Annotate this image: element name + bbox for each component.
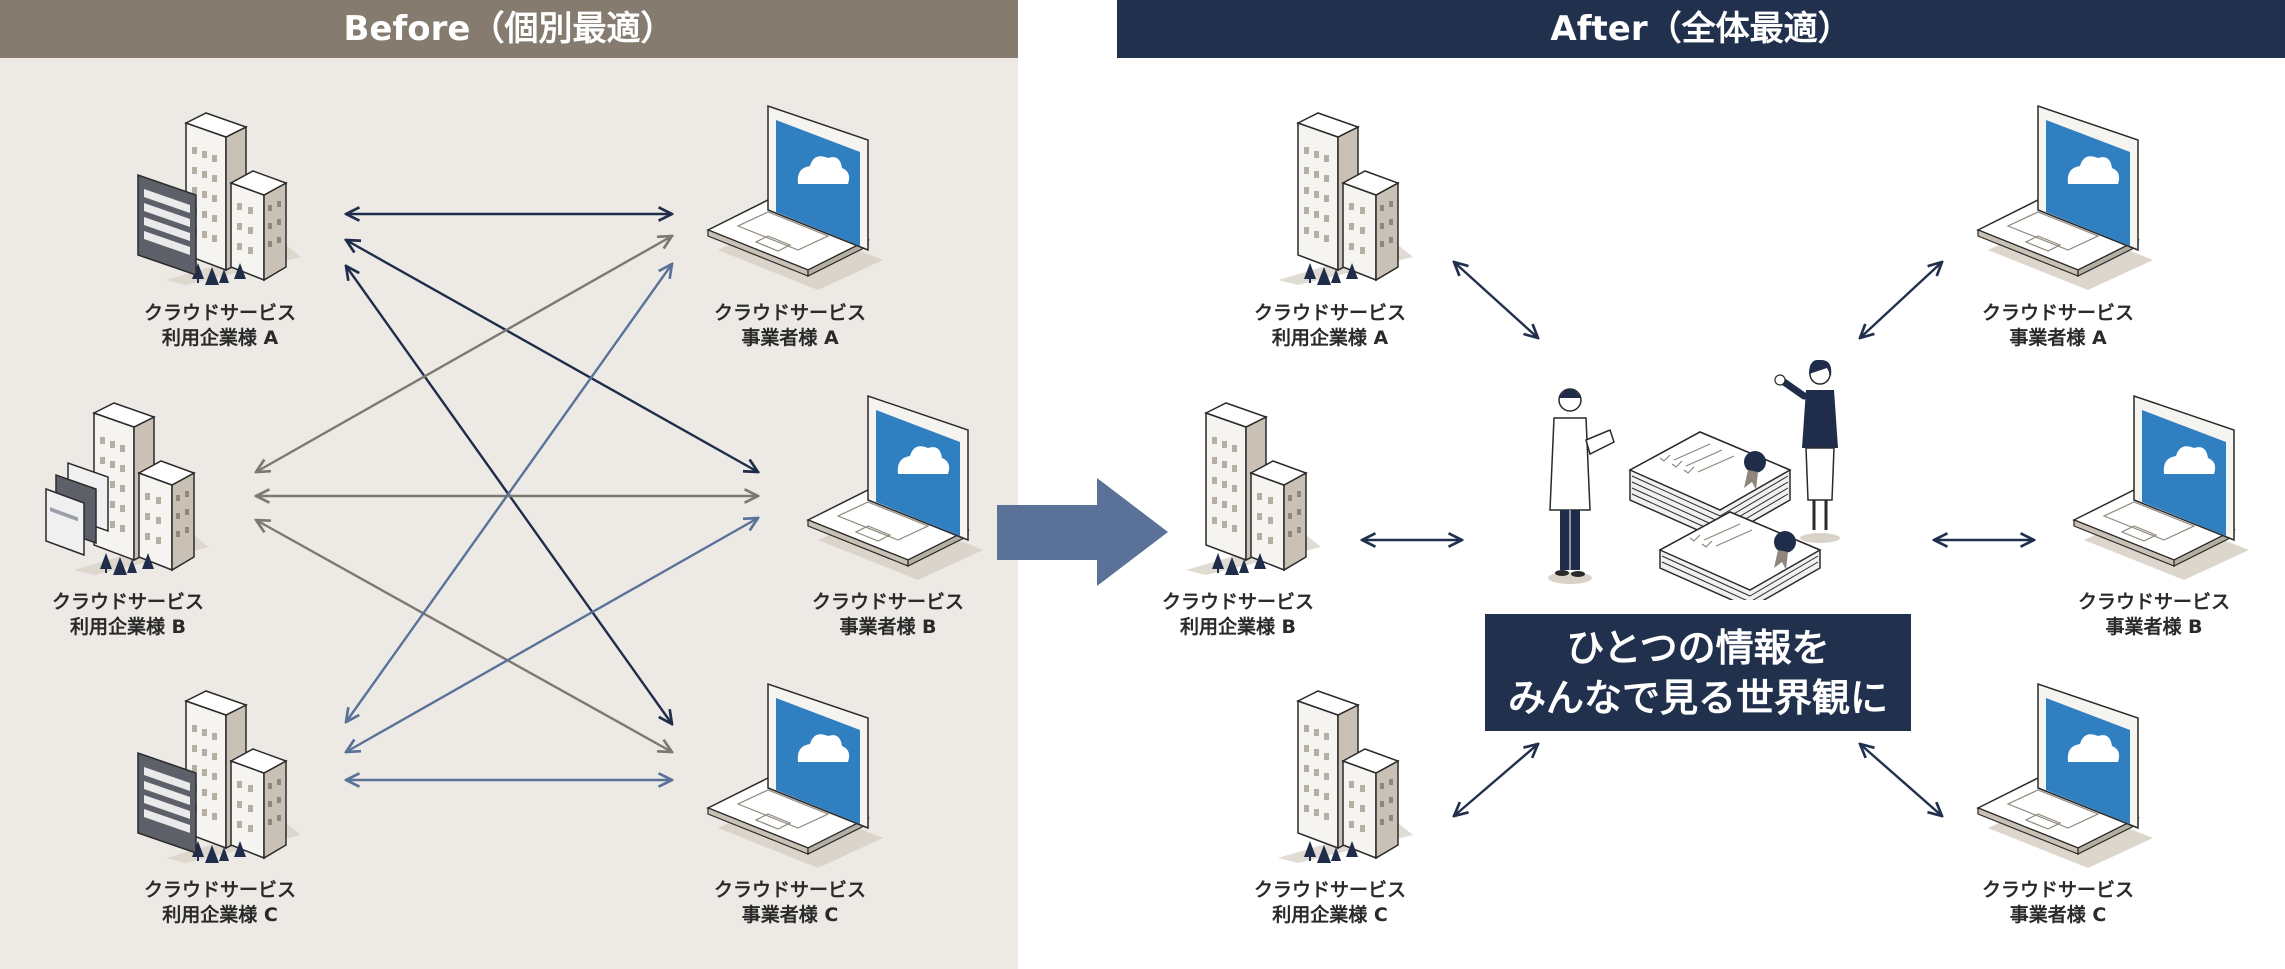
- before-label-provider-c: クラウドサービス事業者様 C: [713, 879, 866, 926]
- center-message: ひとつの情報を みんなで見る世界観に: [1485, 614, 1911, 731]
- after-title: After（全体最適）: [1550, 9, 1852, 49]
- office-building-icon: [1185, 402, 1322, 575]
- after-label-provider-b: クラウドサービス事業者様 B: [2077, 591, 2230, 638]
- arrow-after-uc: [1454, 744, 1538, 816]
- after-label-user-c: クラウドサービス利用企業様 C: [1253, 879, 1406, 926]
- before-title: Before（個別最適）: [343, 9, 675, 49]
- after-label-provider-c: クラウドサービス事業者様 C: [1981, 879, 2134, 926]
- arrow-after-pc: [1860, 744, 1942, 816]
- before-header: [0, 0, 1018, 58]
- before-label-provider-a: クラウドサービス事業者様 A: [713, 302, 866, 349]
- before-label-user-a: クラウドサービス利用企業様 A: [143, 302, 296, 349]
- center-message-line-2: みんなで見る世界観に: [1507, 675, 1888, 720]
- office-building-icon: [1277, 690, 1414, 863]
- after-label-user-a: クラウドサービス利用企業様 A: [1253, 302, 1406, 349]
- laptop-cloud-icon: [2073, 395, 2250, 580]
- after-header: [1117, 0, 2285, 58]
- office-building-icon: [1277, 112, 1414, 285]
- center-message-line-1: ひとつの情報を: [1566, 625, 1830, 670]
- after-label-provider-a: クラウドサービス事業者様 A: [1981, 302, 2134, 349]
- before-label-user-c: クラウドサービス利用企業様 C: [143, 879, 296, 926]
- before-label-user-b: クラウドサービス利用企業様 B: [51, 591, 204, 638]
- after-label-user-b: クラウドサービス利用企業様 B: [1161, 591, 1314, 638]
- arrow-after-ua: [1454, 262, 1538, 338]
- transition-arrow: [997, 478, 1168, 586]
- after-arrows: [1362, 262, 2034, 816]
- laptop-cloud-icon: [1977, 105, 2154, 290]
- arrow-after-pa: [1860, 262, 1942, 338]
- laptop-cloud-icon: [1977, 683, 2154, 868]
- before-arrows: [256, 214, 758, 780]
- people-with-documents-icon: [1548, 360, 1840, 608]
- arrow-uc-pb: [346, 518, 758, 752]
- before-label-provider-b: クラウドサービス事業者様 B: [811, 591, 964, 638]
